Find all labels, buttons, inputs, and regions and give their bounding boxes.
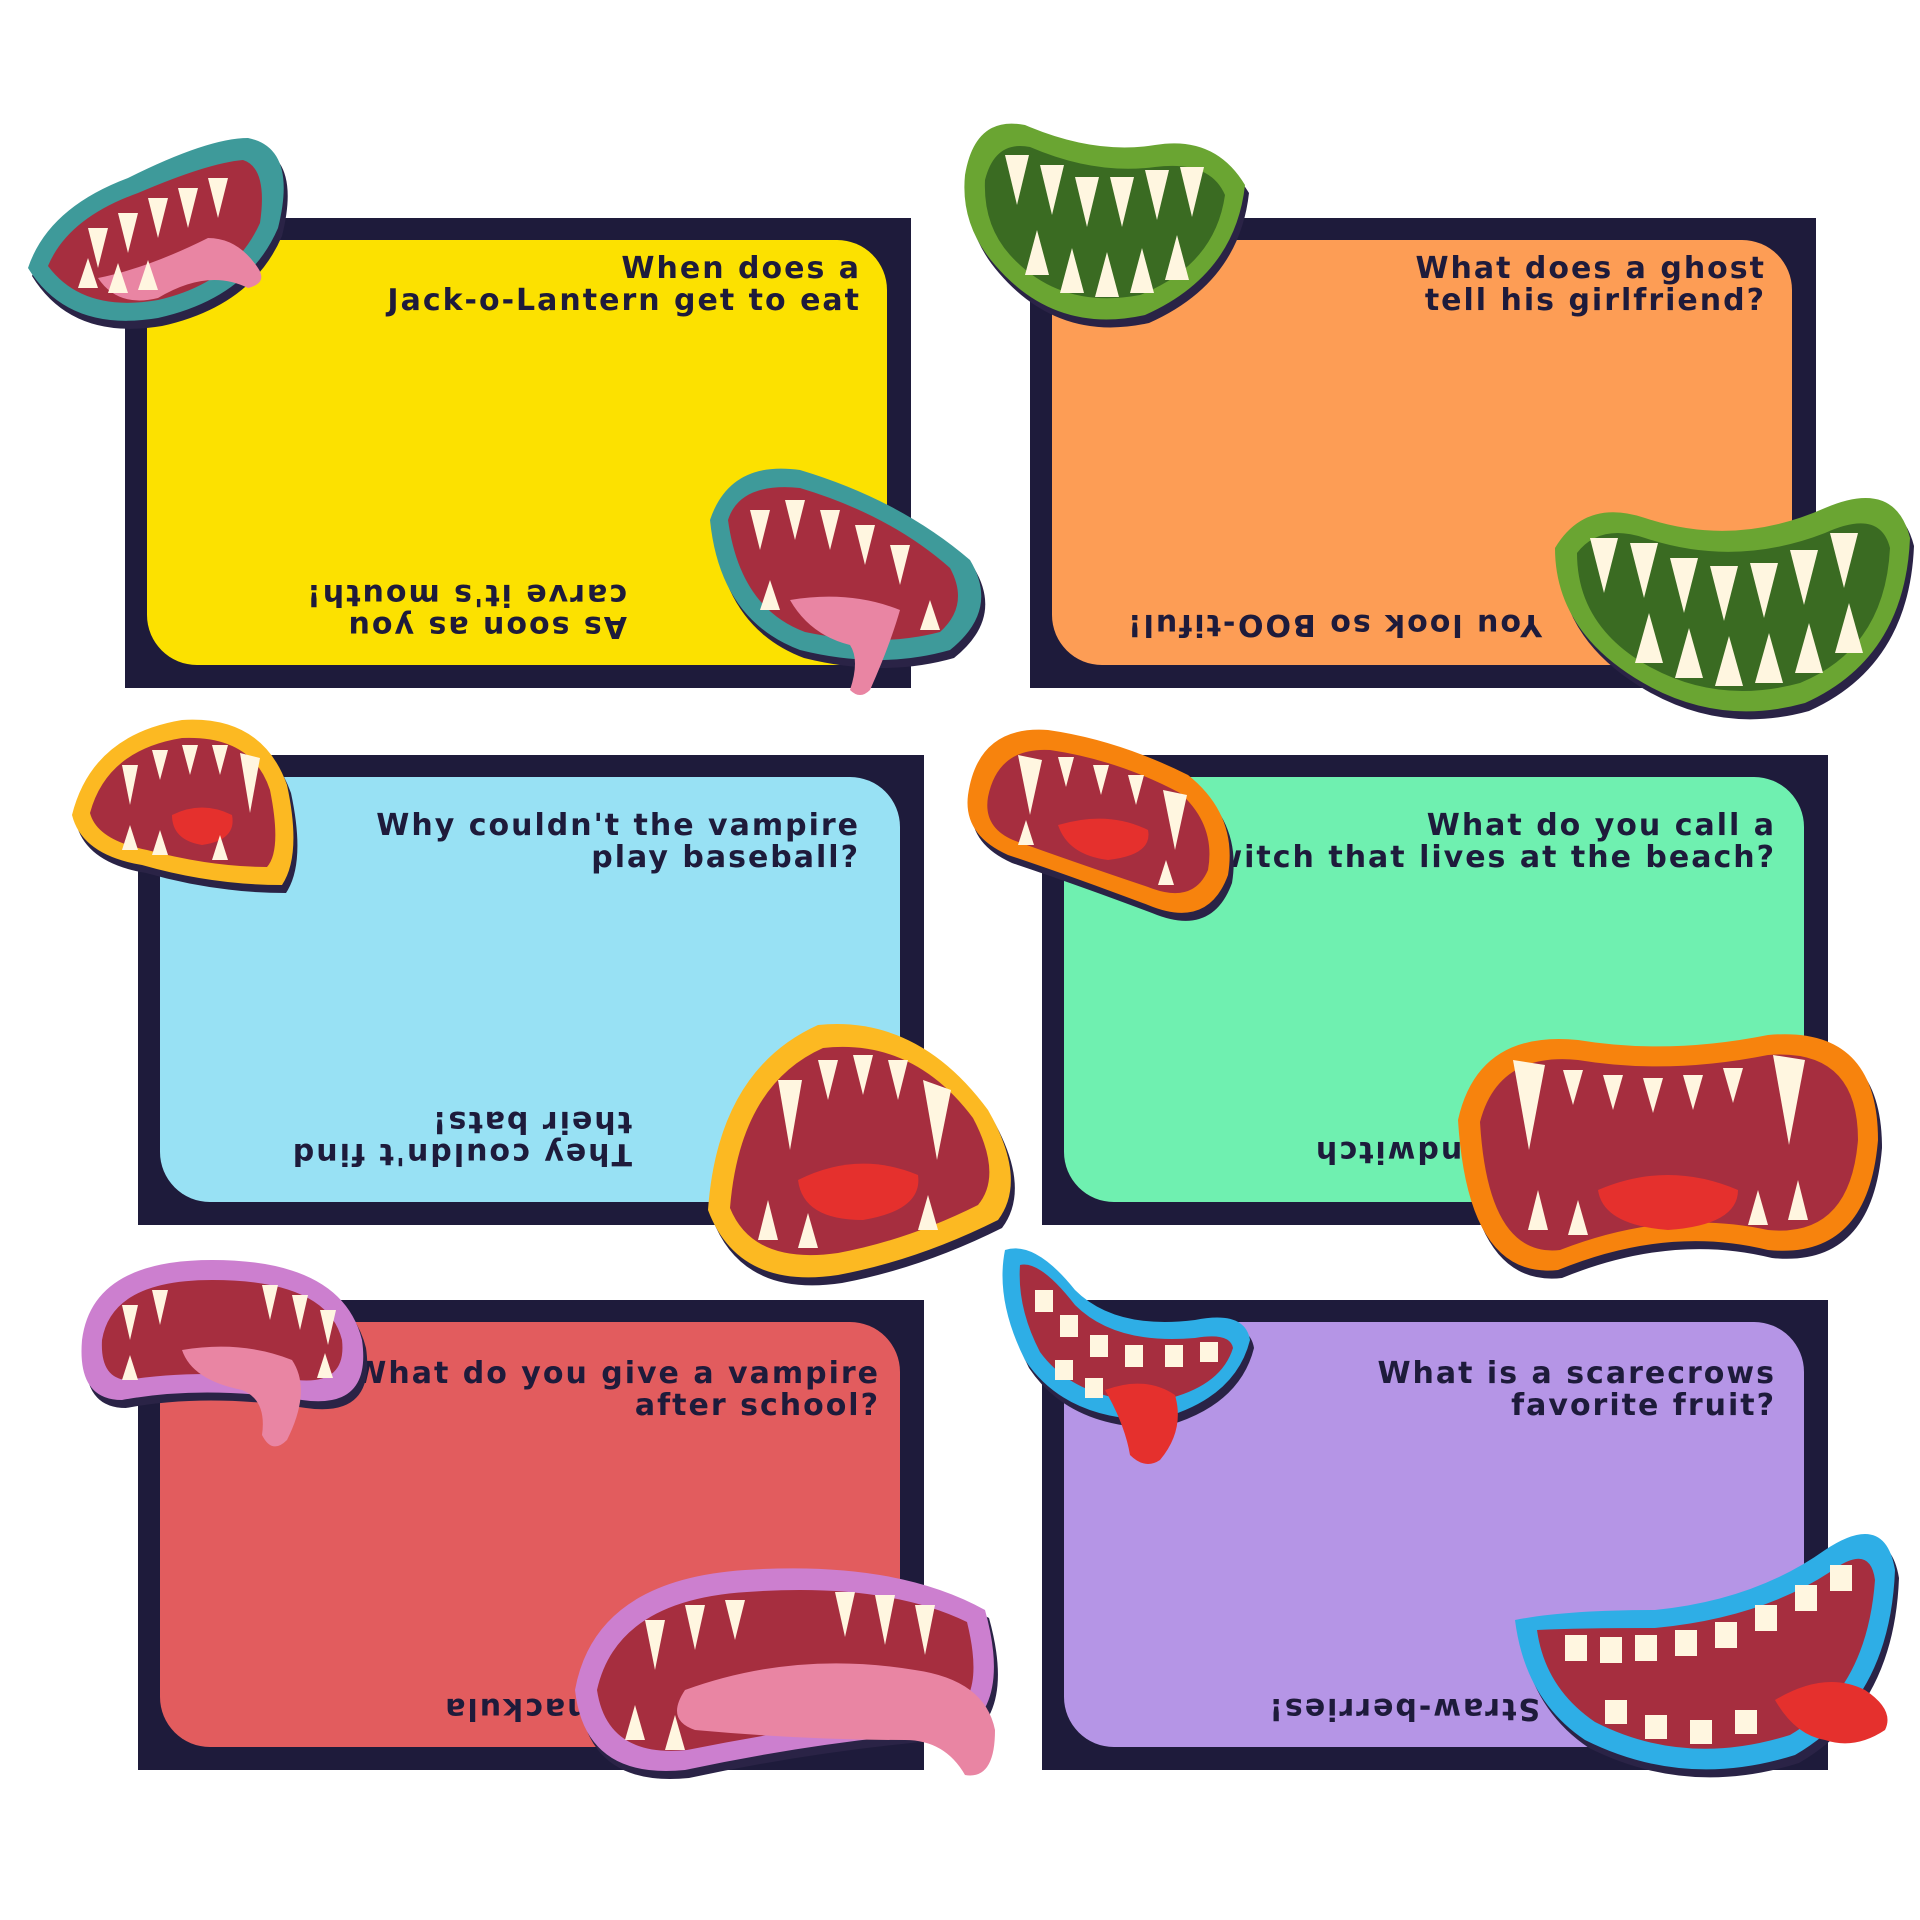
blue-mouth-tongue-icon (1515, 1534, 1899, 1778)
blue-mouth-tongue-icon (1002, 1248, 1254, 1464)
teal-mouth-tongue-icon (28, 138, 288, 329)
card-answer: They couldn't find their bats! (290, 1104, 632, 1171)
joke-card: When does a Jack-o-Lantern get to eat As… (125, 218, 911, 688)
card-answer: As soon as you carve it's mouth! (305, 577, 627, 644)
card-question: Why couldn't the vampire play baseball? (376, 808, 860, 875)
green-mouth-icon (1555, 498, 1914, 720)
card-question: What do you give a vampire after school? (353, 1356, 880, 1423)
card-question: What does a ghost tell his girlfriend? (1415, 251, 1766, 318)
card-question: What is a scarecrows favorite fruit? (1377, 1356, 1776, 1423)
yellow-fang-mouth-icon (708, 1024, 1015, 1286)
card-question: When does a Jack-o-Lantern get to eat (387, 251, 861, 318)
orange-fang-mouth-icon (1458, 1034, 1882, 1279)
purple-mouth-tongue-icon (81, 1260, 368, 1447)
card-question: What do you call a witch that lives at t… (1214, 808, 1776, 875)
card-answer: Straw-berries! (1267, 1691, 1540, 1726)
yellow-fang-mouth-icon (72, 719, 298, 893)
purple-mouth-tongue-icon (575, 1568, 998, 1779)
green-mouth-icon (964, 123, 1249, 328)
orange-fang-mouth-icon (967, 729, 1234, 921)
card-answer: You look so BOO-tiful! (1125, 607, 1542, 642)
teal-mouth-tongue-icon (710, 468, 986, 695)
